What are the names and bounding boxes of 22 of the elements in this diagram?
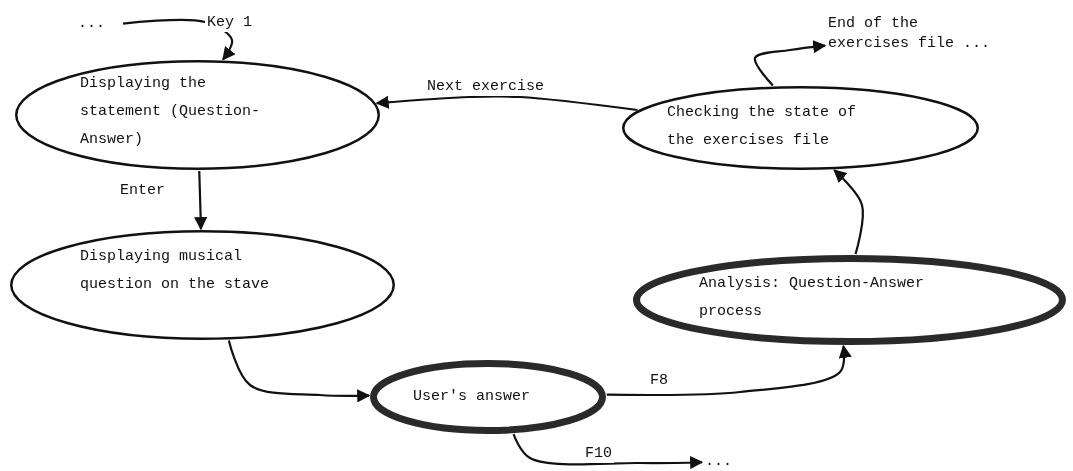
node-label: Checking the state of the exercises file [667, 103, 858, 151]
process-ellipse [622, 86, 979, 170]
edge-label: Key 1 [205, 14, 254, 32]
arrow [753, 40, 827, 87]
arrow [227, 340, 371, 403]
flow-text: End of the exercises file ... [828, 14, 1003, 54]
thick-process-ellipse [633, 255, 1066, 345]
process-ellipse [15, 60, 380, 170]
arrow [194, 170, 208, 231]
node-label: Displaying musical question on the stave [80, 247, 271, 295]
flow-text: ... [705, 452, 737, 471]
node-label: Analysis: Question-Answer process [699, 274, 926, 322]
arrow [375, 95, 638, 112]
arrow [512, 433, 704, 470]
flow-text: ... [78, 14, 120, 34]
thick-process-ellipse [370, 360, 606, 434]
edge-label: F10 [583, 445, 614, 463]
process-ellipse [10, 230, 395, 340]
arrow [606, 344, 852, 397]
node-label: User's answer [413, 387, 532, 407]
arrow [833, 169, 864, 255]
node-label: Displaying the statement (Question-Answer) [80, 74, 262, 150]
